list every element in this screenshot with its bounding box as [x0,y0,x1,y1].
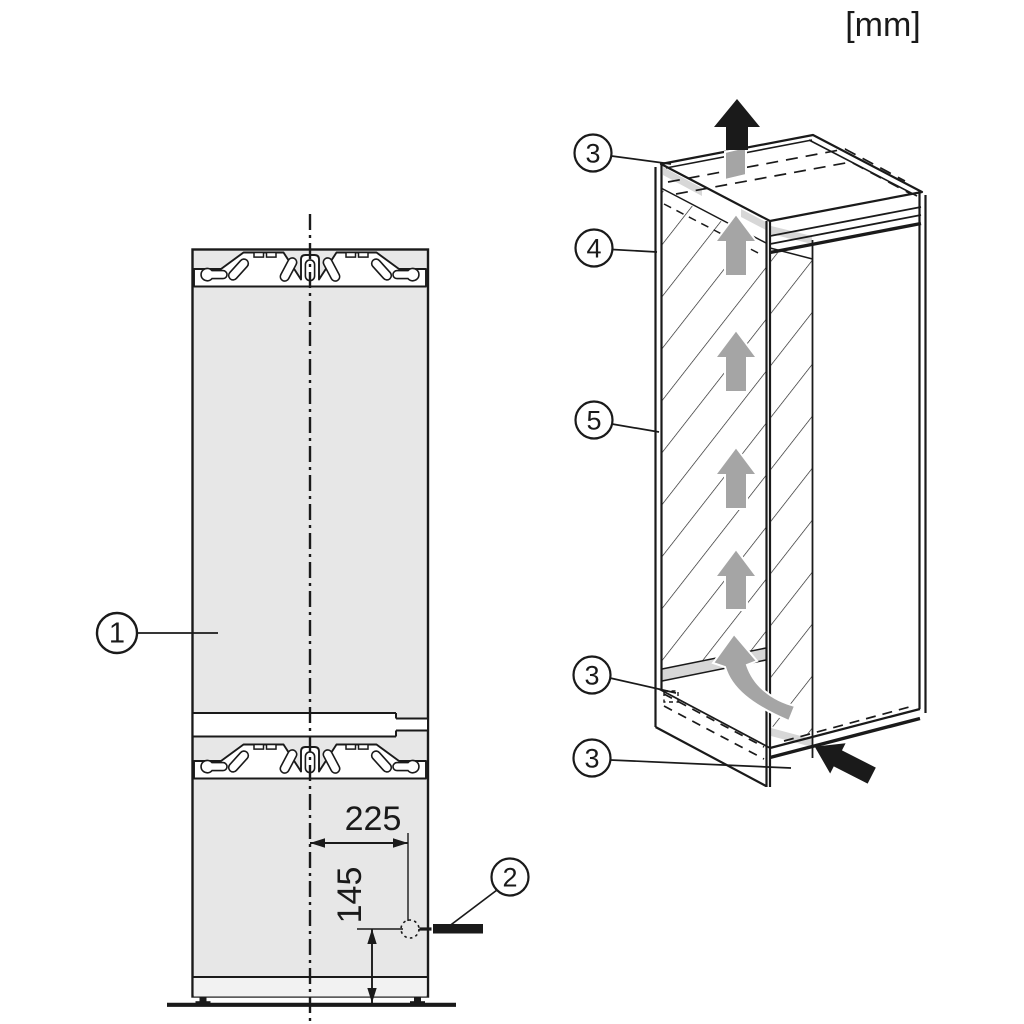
callout-1-label: 1 [109,618,125,650]
airflow-up-arrow-icon [713,445,759,510]
housing-unit-view: 3 4 5 3 3 [572,99,927,787]
air-inlet-arrow-icon [814,743,876,784]
callout-4-label: 4 [586,234,601,264]
dimension-horizontal: 225 [310,800,409,921]
airflow-up-arrow-icon [713,547,759,611]
wall-section-bar [433,924,483,934]
airflow-up-arrow-icon [713,328,759,393]
callout-5-label: 5 [586,406,601,436]
unit-label: [mm] [845,6,921,44]
callout-3-plinth-label: 3 [584,744,599,774]
callout-top-vent: 3 [573,133,672,173]
callout-fixing-point: 2 [449,857,530,927]
callout-3-top-label: 3 [585,139,600,169]
callout-appliance: 1 [95,611,218,655]
keyhole-slot [304,259,316,282]
callout-niche: 4 [574,228,658,268]
callout-2-label: 2 [502,863,517,893]
airflow-up-arrow-icon [713,212,759,277]
airflow-up-arrow-icon [724,145,747,182]
dim-225-label: 225 [345,800,402,838]
callout-bottom-vent: 3 [572,655,677,695]
door-gap [192,712,428,738]
airflow-arrows [711,145,797,723]
left-slot [200,267,228,282]
drill-point-marker-icon [400,919,420,939]
right-slot [392,267,420,282]
mounting-bracket [193,251,427,288]
plinth-band [193,978,427,997]
appliance-front-view: 225 145 1 2 [95,214,530,1022]
dim-145-label: 145 [331,867,369,924]
air-exit-arrow-icon [714,99,760,150]
airflow-curved-arrow-icon [711,632,797,723]
dimension-vertical: 145 [331,867,403,1003]
sectioned-panel-hatching [662,190,813,737]
top-face [659,133,924,223]
callout-plinth-vent: 3 [572,738,792,778]
callout-side-panel: 5 [574,400,660,440]
callout-3-bottom-label: 3 [584,661,599,691]
